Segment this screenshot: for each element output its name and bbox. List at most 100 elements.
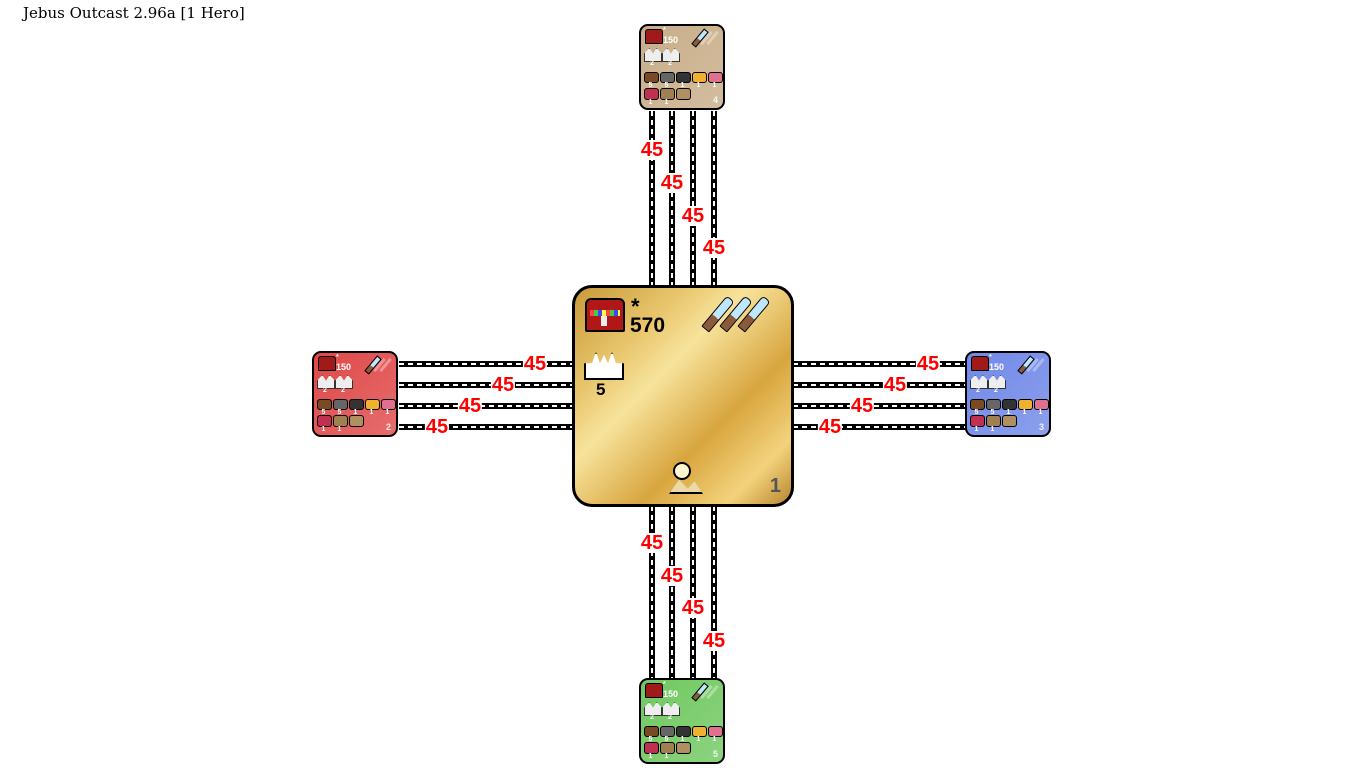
- resource-icon: [1034, 399, 1049, 410]
- road-right[interactable]: [793, 382, 967, 388]
- resource-count: 1: [696, 736, 701, 743]
- mine-count: 1: [337, 426, 342, 433]
- mine-icon: [644, 742, 659, 754]
- treasure-value: 150: [336, 362, 352, 372]
- connection-label: 45: [457, 395, 483, 417]
- resource-count: 1: [1006, 409, 1011, 416]
- resource-count: 5: [321, 409, 326, 416]
- resource-icon: [349, 399, 364, 410]
- treasure-chest-icon: [318, 356, 336, 371]
- town-count: 2: [994, 387, 998, 394]
- resource-icon: [708, 72, 723, 83]
- connection-label: 45: [639, 139, 665, 161]
- connection-label: 45: [639, 532, 665, 554]
- zone-id: 3: [1038, 422, 1044, 432]
- road-top[interactable]: [711, 111, 717, 286]
- connection-label: 45: [817, 416, 843, 438]
- mine-icon: [970, 415, 985, 427]
- road-left[interactable]: [399, 424, 573, 430]
- resource-count: 1: [680, 736, 685, 743]
- resource-count: 5: [648, 736, 653, 743]
- resource-count: 1: [680, 82, 685, 89]
- town-count: 2: [668, 60, 672, 67]
- town-count: 2: [650, 714, 654, 721]
- town-count: 2: [668, 714, 672, 721]
- resource-icon: [644, 726, 659, 737]
- resource-icon: [660, 726, 675, 737]
- resource-count: 5: [664, 736, 669, 743]
- zone-id: 2: [385, 422, 391, 432]
- treasure-chest-icon: [585, 298, 625, 332]
- road-bottom[interactable]: [711, 506, 717, 680]
- resource-count: 1: [385, 409, 390, 416]
- resource-icon: [365, 399, 380, 410]
- town-count: 2: [650, 60, 654, 67]
- mine-count: 1: [990, 426, 995, 433]
- road-right[interactable]: [793, 361, 967, 367]
- road-top[interactable]: [649, 111, 655, 286]
- zone-center[interactable]: * 570 5 1: [572, 285, 794, 507]
- road-top[interactable]: [669, 111, 675, 286]
- treasure-marker: *: [989, 354, 992, 361]
- mine-count: 1: [648, 99, 653, 106]
- road-right[interactable]: [793, 424, 967, 430]
- road-right[interactable]: [793, 403, 967, 409]
- resource-icon: [692, 72, 707, 83]
- resource-count: 1: [353, 409, 358, 416]
- road-bottom[interactable]: [669, 506, 675, 680]
- connection-label: 45: [680, 205, 706, 227]
- zone-id: 5: [712, 749, 718, 759]
- connection-label: 45: [701, 630, 727, 652]
- resource-icon: [970, 399, 985, 410]
- treasure-chest-icon: [645, 683, 663, 698]
- town-count: 2: [323, 387, 327, 394]
- resource-count: 1: [696, 82, 701, 89]
- terrain-sun-mountain-icon: [669, 460, 703, 494]
- connection-label: 45: [680, 597, 706, 619]
- road-bottom[interactable]: [649, 506, 655, 680]
- town-count: 2: [341, 387, 345, 394]
- road-left[interactable]: [399, 361, 573, 367]
- town-icon: [584, 352, 624, 380]
- resource-icon: [676, 726, 691, 737]
- resource-icon: [660, 72, 675, 83]
- resource-count: 5: [990, 409, 995, 416]
- connection-label: 45: [882, 374, 908, 396]
- resource-icon: [1002, 399, 1017, 410]
- treasure-marker: *: [663, 681, 666, 688]
- connection-label: 45: [701, 237, 727, 259]
- road-top[interactable]: [690, 111, 696, 286]
- resource-icon: [381, 399, 396, 410]
- resource-icon: [708, 726, 723, 737]
- mine-count: 1: [974, 426, 979, 433]
- treasure-chest-icon: [971, 356, 989, 371]
- resource-count: 5: [974, 409, 979, 416]
- resource-icon: [986, 399, 1001, 410]
- road-left[interactable]: [399, 403, 573, 409]
- mine-count: 1: [321, 426, 326, 433]
- road-bottom[interactable]: [690, 506, 696, 680]
- scroll-icon: [676, 88, 691, 100]
- treasure-value: 150: [989, 362, 1005, 372]
- resource-icon: [644, 72, 659, 83]
- resource-count: 1: [712, 82, 717, 89]
- connection-label: 45: [659, 565, 685, 587]
- treasure-marker: *: [631, 294, 640, 319]
- road-left[interactable]: [399, 382, 573, 388]
- treasure-value: 150: [663, 689, 679, 699]
- connection-label: 45: [849, 395, 875, 417]
- scroll-icon: [1002, 415, 1017, 427]
- mine-icon: [333, 415, 348, 427]
- connection-label: 45: [424, 416, 450, 438]
- resource-icon: [692, 726, 707, 737]
- resource-count: 1: [712, 736, 717, 743]
- treasure-value: 570: [630, 314, 666, 337]
- resource-icon: [317, 399, 332, 410]
- connection-label: 45: [490, 374, 516, 396]
- mine-count: 1: [664, 753, 669, 760]
- connection-label: 45: [915, 353, 941, 375]
